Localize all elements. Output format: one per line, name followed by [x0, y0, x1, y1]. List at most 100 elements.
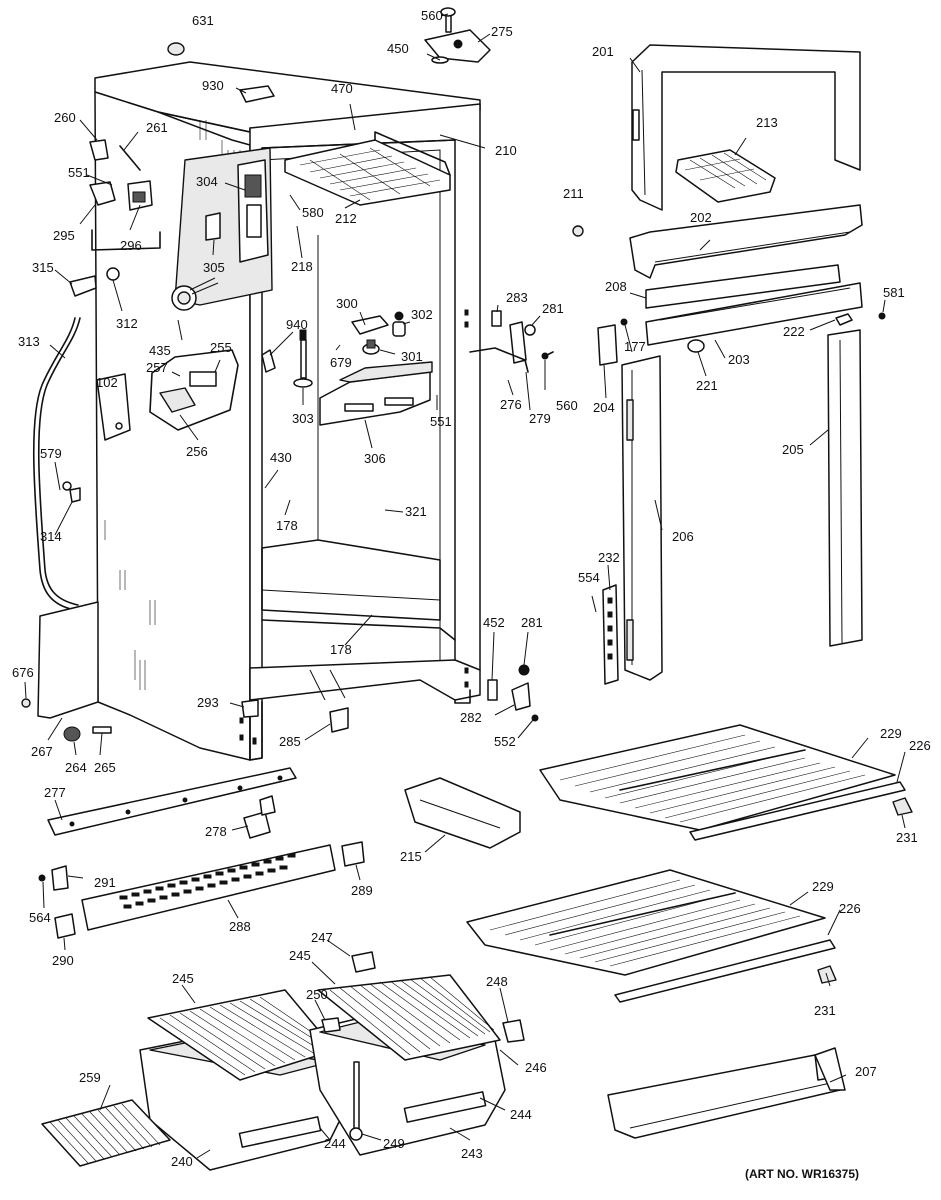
callout-244-left: 244 — [324, 1136, 346, 1151]
callout-260: 260 — [54, 110, 76, 125]
bracket-247 — [351, 951, 376, 973]
clip-290 — [54, 913, 76, 939]
callout-222: 222 — [783, 324, 805, 339]
callout-102: 102 — [96, 375, 118, 390]
callout-229-upper: 229 — [880, 726, 902, 741]
door-shelf-207 — [607, 1047, 846, 1139]
rail-277 — [47, 767, 297, 836]
callout-551-right: 551 — [430, 414, 452, 429]
callout-178-lower: 178 — [330, 642, 352, 657]
callout-178-upper: 178 — [276, 518, 298, 533]
callout-240: 240 — [171, 1154, 193, 1169]
callout-560-mid: 560 — [556, 398, 578, 413]
freezer-shelf-212 — [284, 131, 451, 206]
callout-580: 580 — [302, 205, 324, 220]
callout-450: 450 — [387, 41, 409, 56]
callout-430: 430 — [270, 450, 292, 465]
clip-291 — [51, 865, 69, 891]
callout-labels: 631 560 275 450 201 930 470 260 261 213 … — [12, 8, 931, 1181]
callout-255: 255 — [210, 340, 232, 355]
refrigerator-shelf-upper-229 — [539, 724, 913, 841]
callout-231-upper: 231 — [896, 830, 918, 845]
callout-452: 452 — [483, 615, 505, 630]
callout-312: 312 — [116, 316, 138, 331]
callout-248: 248 — [486, 974, 508, 989]
callout-300: 300 — [336, 296, 358, 311]
callout-321: 321 — [405, 504, 427, 519]
callout-306: 306 — [364, 451, 386, 466]
thermostat-components — [261, 311, 406, 388]
callout-249: 249 — [383, 1136, 405, 1151]
top-hinge-assembly — [167, 7, 491, 103]
callout-291: 291 — [94, 875, 116, 890]
callout-551-left: 551 — [68, 165, 90, 180]
callout-221: 221 — [696, 378, 718, 393]
callout-281-top: 281 — [542, 301, 564, 316]
callout-289: 289 — [351, 883, 373, 898]
callout-265: 265 — [94, 760, 116, 775]
callout-288: 288 — [229, 919, 251, 934]
callout-554: 554 — [578, 570, 600, 585]
bin-215-edge — [419, 799, 501, 829]
callout-579: 579 — [40, 446, 62, 461]
part-278 — [243, 811, 271, 839]
callout-315: 315 — [32, 260, 54, 275]
mullion-assembly — [597, 264, 886, 366]
bottom-cabinet-parts — [63, 699, 349, 742]
callout-930: 930 — [202, 78, 224, 93]
callout-676: 676 — [12, 665, 34, 680]
gasket-205-line — [839, 339, 843, 644]
crisper-right-243 — [309, 974, 506, 1156]
callout-257: 257 — [146, 360, 168, 375]
callout-940: 940 — [286, 317, 308, 332]
bracket-248 — [502, 1019, 525, 1043]
drain-tube-313 — [32, 317, 76, 611]
callout-631: 631 — [192, 13, 214, 28]
part-278-tab — [259, 795, 276, 816]
callout-267: 267 — [31, 744, 53, 759]
ice-tray-213 — [675, 149, 776, 203]
callout-279: 279 — [529, 411, 551, 426]
callout-213: 213 — [756, 115, 778, 130]
meat-pan-306 — [319, 361, 433, 426]
callout-259: 259 — [79, 1070, 101, 1085]
callout-679: 679 — [330, 355, 352, 370]
callout-203: 203 — [728, 352, 750, 367]
callout-303: 303 — [292, 411, 314, 426]
callout-278: 278 — [205, 824, 227, 839]
support-249 — [353, 1061, 360, 1133]
crisper-left-240 — [139, 989, 351, 1171]
callout-212: 212 — [335, 211, 357, 226]
callout-560-top: 560 — [421, 8, 443, 23]
callout-177: 177 — [624, 339, 646, 354]
callout-245-right: 245 — [289, 948, 311, 963]
callout-283: 283 — [506, 290, 528, 305]
callout-552: 552 — [494, 734, 516, 749]
light-assembly — [149, 277, 239, 431]
callout-210: 210 — [495, 143, 517, 158]
callout-226-lower: 226 — [839, 901, 861, 916]
callout-261: 261 — [146, 120, 168, 135]
art-number: (ART NO. WR16375) — [745, 1167, 859, 1181]
callout-244-right: 244 — [510, 1107, 532, 1122]
callout-218: 218 — [291, 259, 313, 274]
callout-231-lower: 231 — [814, 1003, 836, 1018]
callout-290: 290 — [52, 953, 74, 968]
callout-243: 243 — [461, 1146, 483, 1161]
freezer-door-shelf-202 — [629, 204, 863, 279]
callout-206: 206 — [672, 529, 694, 544]
filter-259 — [41, 1099, 171, 1167]
callout-245-left: 245 — [172, 971, 194, 986]
callout-205: 205 — [782, 442, 804, 457]
callout-246: 246 — [525, 1060, 547, 1075]
callout-296: 296 — [120, 238, 142, 253]
callout-305: 305 — [203, 260, 225, 275]
callout-275: 275 — [491, 24, 513, 39]
kick-grille-288 — [81, 844, 336, 931]
callout-256: 256 — [186, 444, 208, 459]
callout-281-bottom: 281 — [521, 615, 543, 630]
callout-282: 282 — [460, 710, 482, 725]
part-250 — [321, 1017, 341, 1033]
callout-293: 293 — [197, 695, 219, 710]
